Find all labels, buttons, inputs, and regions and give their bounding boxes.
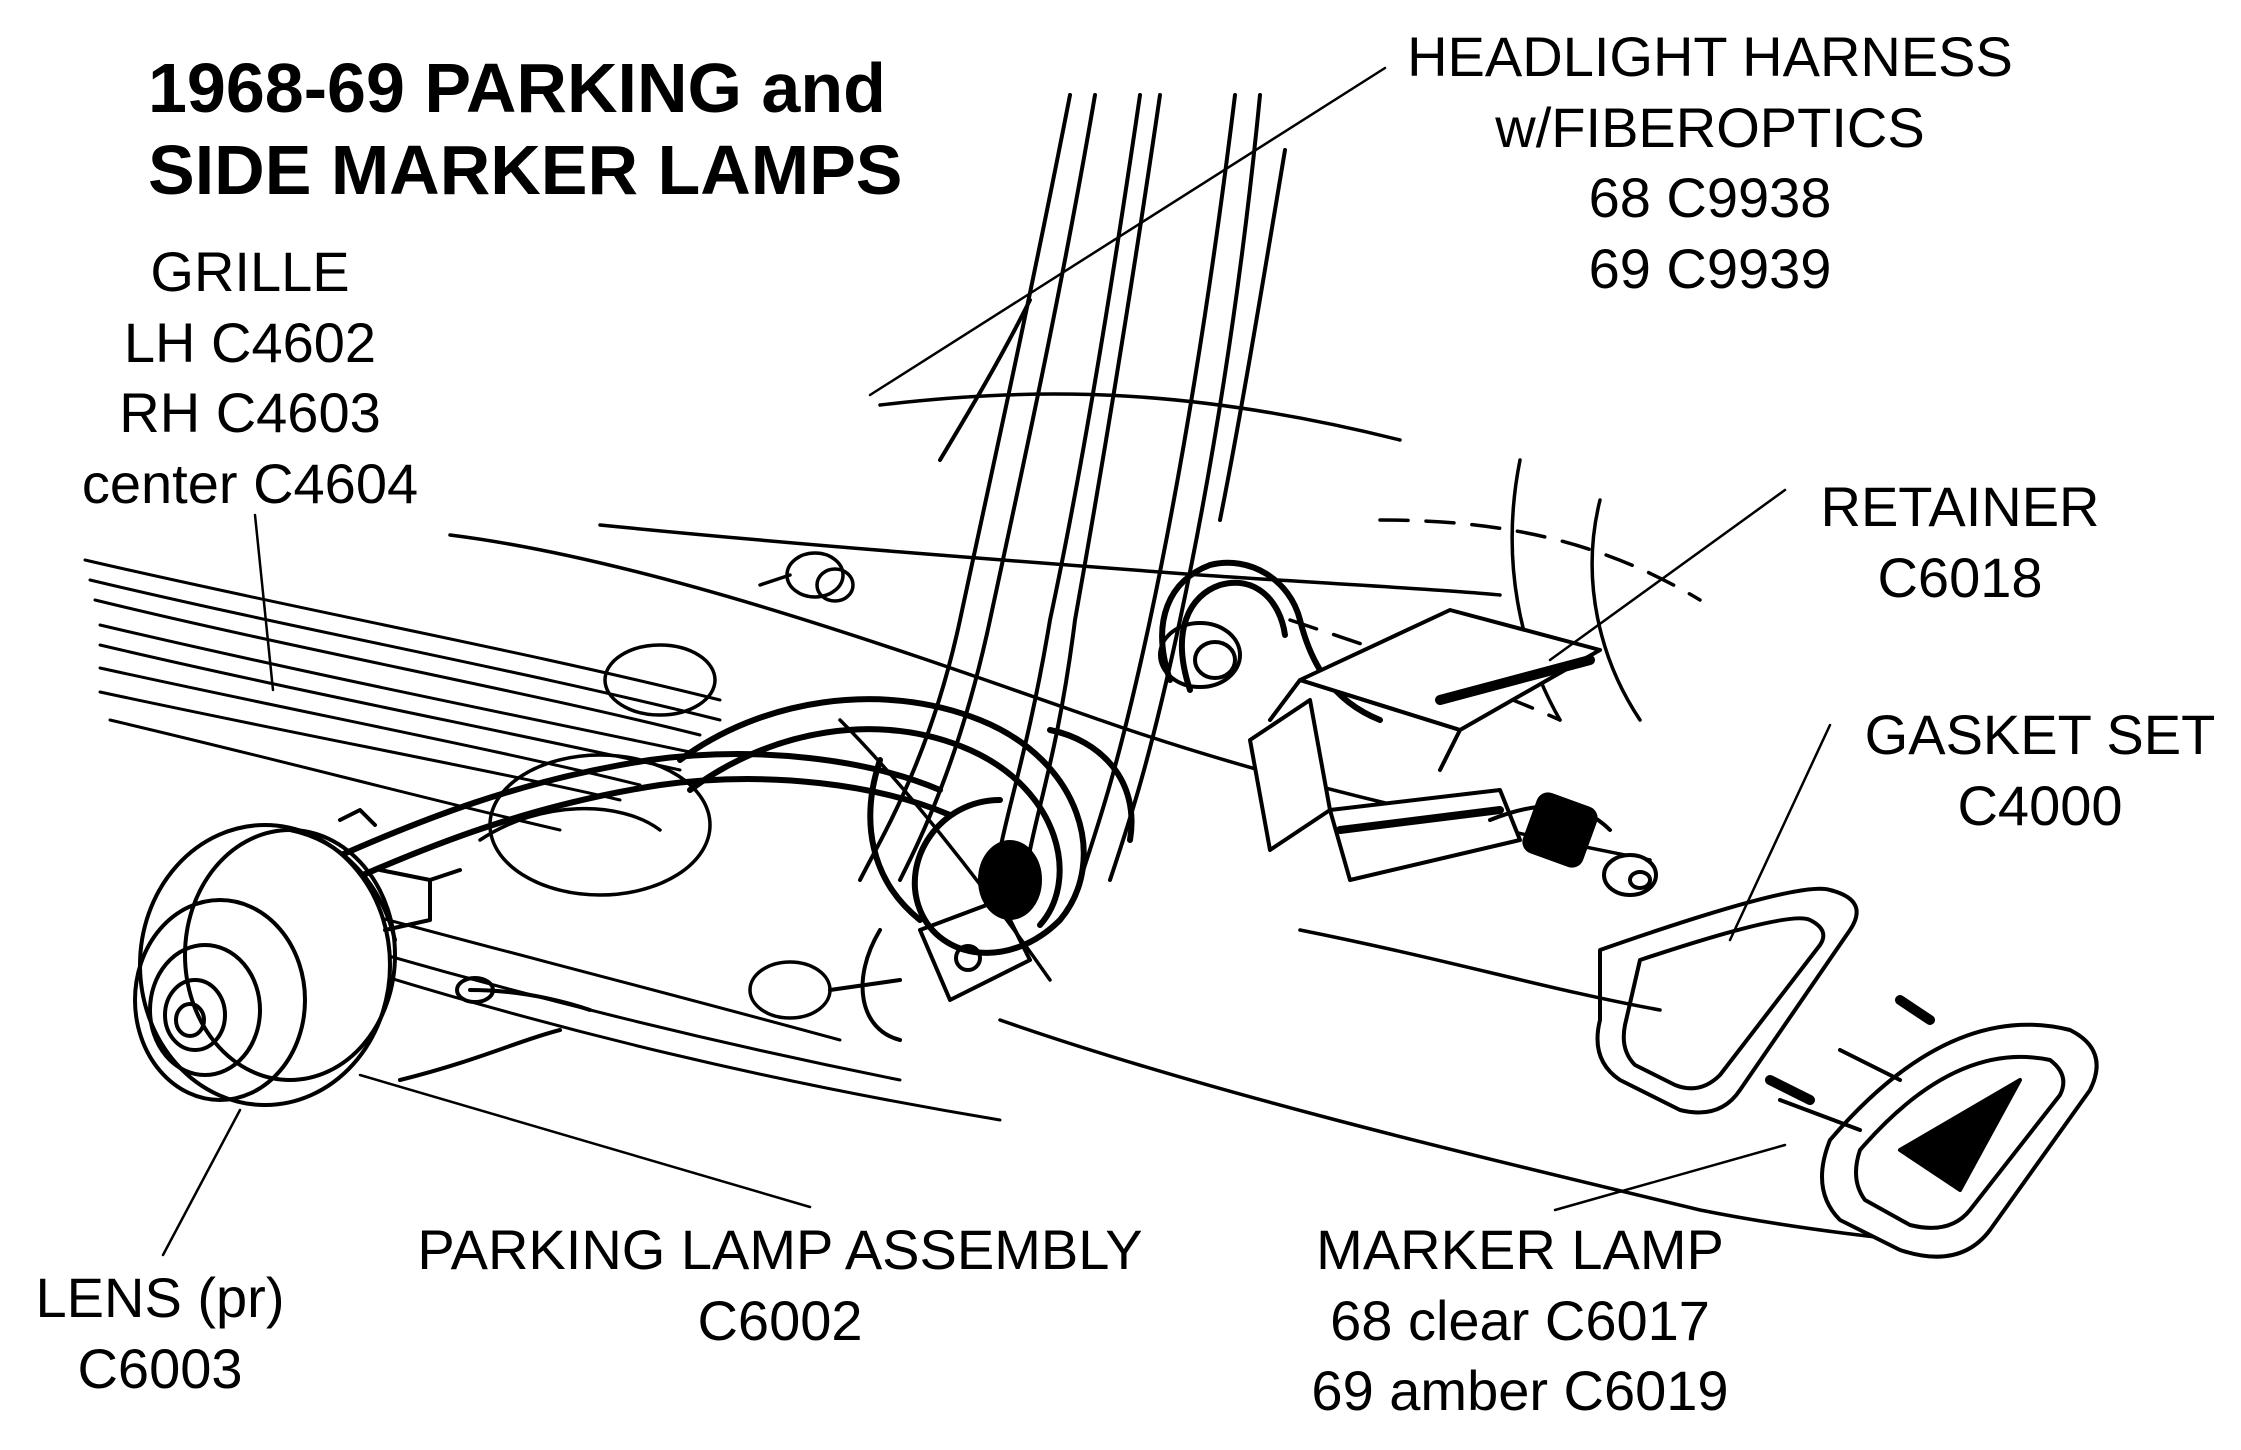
gasket	[1595, 886, 1859, 1115]
parking-lamp-label: PARKING LAMP ASSEMBLY	[417, 1218, 1143, 1281]
grille-center-part: center C4604	[81, 451, 419, 515]
title-line-1: 1968-69 PARKING and	[148, 49, 886, 127]
harness-69-part: 69 C9939	[1588, 236, 1832, 300]
retainer-label: RETAINER	[1820, 475, 2100, 538]
grille-label: GRILLE	[150, 240, 350, 303]
callout-marker-lamp: MARKER LAMP 68 clear C6017 69 amber C601…	[1260, 1215, 1780, 1427]
callout-headlight-harness: HEADLIGHT HARNESS w/FIBEROPTICS 68 C9938…	[1370, 22, 2050, 304]
leader-lines	[161, 66, 1832, 1257]
lamp-bracket	[828, 840, 1042, 1042]
parking-lamp-assembly	[133, 808, 592, 1107]
callout-gasket-set: GASKET SET C4000	[1840, 700, 2240, 841]
grommet-top	[758, 551, 855, 603]
callout-parking-lamp-assembly: PARKING LAMP ASSEMBLY C6002	[380, 1215, 1180, 1356]
wire-loops	[327, 559, 1383, 956]
retainer-bracket	[1248, 608, 1602, 882]
title-line-2: SIDE MARKER LAMPS	[148, 130, 903, 209]
lens-label: LENS (pr)	[35, 1266, 285, 1329]
parking-lamp-part: C6002	[697, 1288, 863, 1352]
retainer-part: C6018	[1877, 545, 2043, 609]
parking-lamp-housing	[478, 643, 832, 1020]
gasket-label: GASKET SET	[1864, 703, 2216, 766]
body-contour	[448, 392, 1952, 1247]
marker-lamp	[1765, 995, 2099, 1259]
grille-rh-part: RH C4603	[119, 381, 381, 445]
marker-socket	[1488, 792, 1658, 897]
grommet-right	[1158, 621, 1242, 689]
grille-lh-part: LH C4602	[123, 310, 377, 374]
page-title: 1968-69 PARKING and SIDE MARKER LAMPS	[148, 48, 902, 212]
callout-grille: GRILLE LH C4602 RH C4603 center C4604	[60, 237, 440, 519]
harness-label: HEADLIGHT HARNESS	[1407, 25, 2013, 88]
marker-lamp-label: MARKER LAMP	[1316, 1218, 1724, 1281]
lens-part: C6003	[77, 1336, 243, 1400]
harness-bundle	[858, 93, 1287, 882]
callout-lens: LENS (pr) C6003	[10, 1263, 310, 1404]
harness-sublabel: w/FIBEROPTICS	[1495, 95, 1925, 159]
marker-lamp-69-part: 69 amber C6019	[1311, 1359, 1729, 1423]
harness-68-part: 68 C9938	[1588, 166, 1832, 230]
callout-retainer: RETAINER C6018	[1780, 472, 2140, 613]
gasket-part: C4000	[1957, 773, 2123, 837]
marker-lamp-68-part: 68 clear C6017	[1330, 1288, 1710, 1352]
